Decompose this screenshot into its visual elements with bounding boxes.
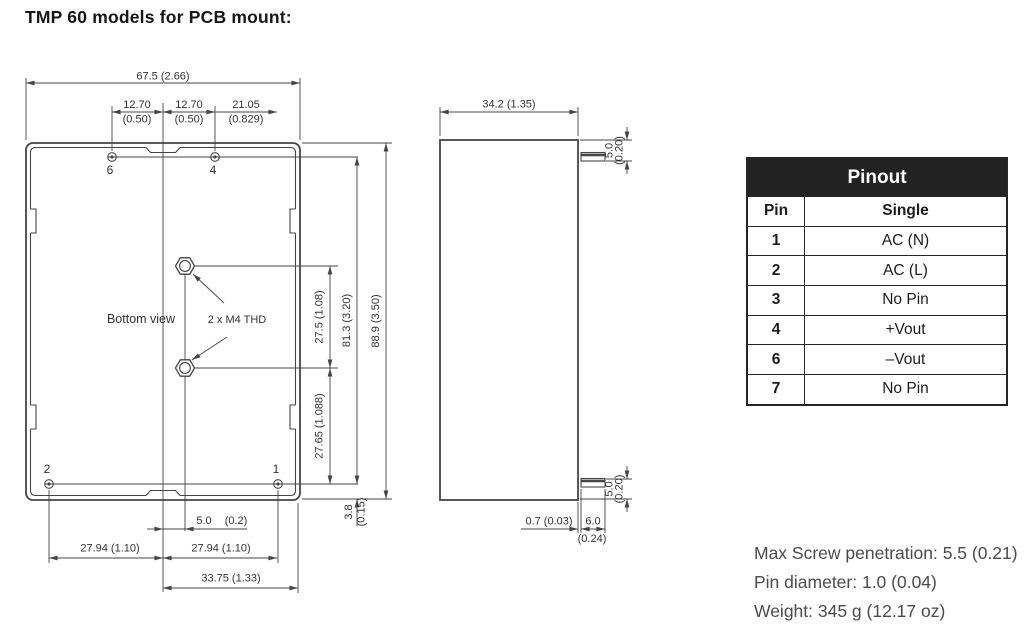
pin-label-6: 6 bbox=[107, 163, 114, 177]
pin-marker-2 bbox=[44, 479, 54, 489]
m4-hole-bottom bbox=[174, 359, 196, 377]
dim-bottom-pin-offset-in: (0.20) bbox=[614, 475, 626, 504]
dim-pin-standoff: 0.7 (0.03) bbox=[525, 516, 572, 528]
dim-depth: 34.2 (1.35) bbox=[482, 99, 535, 111]
pinout-table-grid: Pin Single 1 AC (N) 2 AC (L) 3 No Pin 4 … bbox=[748, 196, 1006, 404]
side-case-outline bbox=[439, 139, 579, 501]
note-weight: Weight: 345 g (12.17 oz) bbox=[754, 600, 946, 621]
left-notch-2 bbox=[30, 404, 37, 430]
pinout-col-header-single: Single bbox=[805, 196, 1006, 226]
right-notch-1 bbox=[289, 208, 296, 234]
dim-center-pin4-in: (0.50) bbox=[175, 114, 204, 126]
dim-pin-rows-span: 81.3 (3.20) bbox=[341, 294, 353, 347]
pinout-row-value: No Pin bbox=[805, 285, 1006, 315]
pin-marker-1 bbox=[273, 479, 283, 489]
dim-top-pin-offset-mm: 5.0 bbox=[604, 143, 616, 158]
left-notch-1 bbox=[30, 208, 37, 234]
bottom-view-labels: 67.5 (2.66) 12.70 (0.50) 12.70 (0.50) 21… bbox=[44, 71, 382, 585]
pinout-row-value: AC (L) bbox=[805, 255, 1006, 285]
dim-top-pin-offset-in: (0.20) bbox=[614, 136, 626, 165]
dim-center-holes-in: (0.2) bbox=[225, 515, 248, 527]
dim-overall-height: 88.9 (3.50) bbox=[370, 294, 382, 347]
side-bottom-pin bbox=[580, 477, 606, 488]
pinout-row-value: –Vout bbox=[805, 344, 1006, 374]
m4-hole-top bbox=[174, 257, 196, 275]
dim-center-pin1: 27.94 (1.10) bbox=[191, 543, 250, 555]
dim-pin6-center-in: (0.50) bbox=[123, 114, 152, 126]
pinout-table-title: Pinout bbox=[748, 159, 1006, 196]
page-title: TMP 60 models for PCB mount: bbox=[25, 7, 292, 27]
pin-marker-4 bbox=[210, 152, 220, 162]
pinout-row-pin: 7 bbox=[748, 374, 805, 404]
pinout-row-pin: 3 bbox=[748, 285, 805, 315]
right-notch-2 bbox=[289, 404, 296, 430]
dim-hole-spacing: 27.5 (1.08) bbox=[314, 290, 326, 343]
pin-label-2: 2 bbox=[44, 462, 51, 476]
pinout-row-pin: 1 bbox=[748, 225, 805, 256]
dim-center-holes-mm: 5.0 bbox=[196, 515, 211, 527]
pinout-table: Pinout Pin Single 1 AC (N) 2 AC (L) 3 No… bbox=[746, 157, 1008, 406]
thread-leader-bottom bbox=[191, 336, 228, 361]
note-max-screw: Max Screw penetration: 5.5 (0.21) bbox=[754, 543, 1018, 563]
pin-label-1: 1 bbox=[273, 462, 280, 476]
dim-pin2-center: 27.94 (1.10) bbox=[80, 543, 139, 555]
notes-block: Max Screw penetration: 5.5 (0.21) Pin di… bbox=[754, 539, 1018, 625]
side-top-pin bbox=[580, 151, 606, 162]
note-pin-diameter: Pin diameter: 1.0 (0.04) bbox=[754, 571, 937, 592]
dim-hole-pin-row: 27.65 (1.088) bbox=[314, 393, 326, 458]
dim-pin4-edge-in: (0.829) bbox=[229, 114, 264, 126]
pinout-row-pin: 2 bbox=[748, 255, 805, 286]
pinout-row-value: AC (N) bbox=[805, 225, 1006, 256]
side-view-drawing bbox=[439, 107, 632, 533]
dim-bottom-pin-offset-mm: 5.0 bbox=[604, 481, 616, 496]
pinout-row-value: No Pin bbox=[805, 374, 1006, 404]
dim-pin6-center-mm: 12.70 bbox=[123, 99, 151, 111]
pinout-row-pin: 4 bbox=[748, 314, 805, 345]
dim-pin-length-in: (0.24) bbox=[578, 533, 607, 545]
pinout-row-pin: 6 bbox=[748, 344, 805, 375]
mechanical-drawing: 67.5 (2.66) 12.70 (0.50) 12.70 (0.50) 21… bbox=[25, 71, 632, 593]
dim-pin-length-mm: 6.0 bbox=[585, 516, 600, 528]
dim-overall-width: 67.5 (2.66) bbox=[136, 71, 189, 83]
pin-marker-6 bbox=[107, 152, 117, 162]
thread-note: 2 x M4 THD bbox=[208, 314, 267, 326]
pinout-col-header-pin: Pin bbox=[748, 196, 805, 226]
pinout-row-value: +Vout bbox=[805, 314, 1006, 345]
dim-center-right-edge: 33.75 (1.33) bbox=[201, 573, 260, 585]
thread-leader-top bbox=[192, 273, 225, 304]
bottom-view-label: Bottom view bbox=[107, 312, 176, 326]
dim-center-pin4-mm: 12.70 bbox=[175, 99, 203, 111]
pin-label-4: 4 bbox=[210, 163, 217, 177]
dim-pin4-edge-mm: 21.05 bbox=[232, 99, 260, 111]
bottom-view-drawing bbox=[25, 78, 392, 593]
dim-pin-row-edge-in: (0.15) bbox=[356, 498, 368, 527]
dim-pin-row-edge-mm: 3.8 bbox=[343, 504, 355, 519]
side-view-labels: 34.2 (1.35) 5.0 (0.20) 5.0 (0.20) 0.7 (0… bbox=[482, 99, 625, 546]
